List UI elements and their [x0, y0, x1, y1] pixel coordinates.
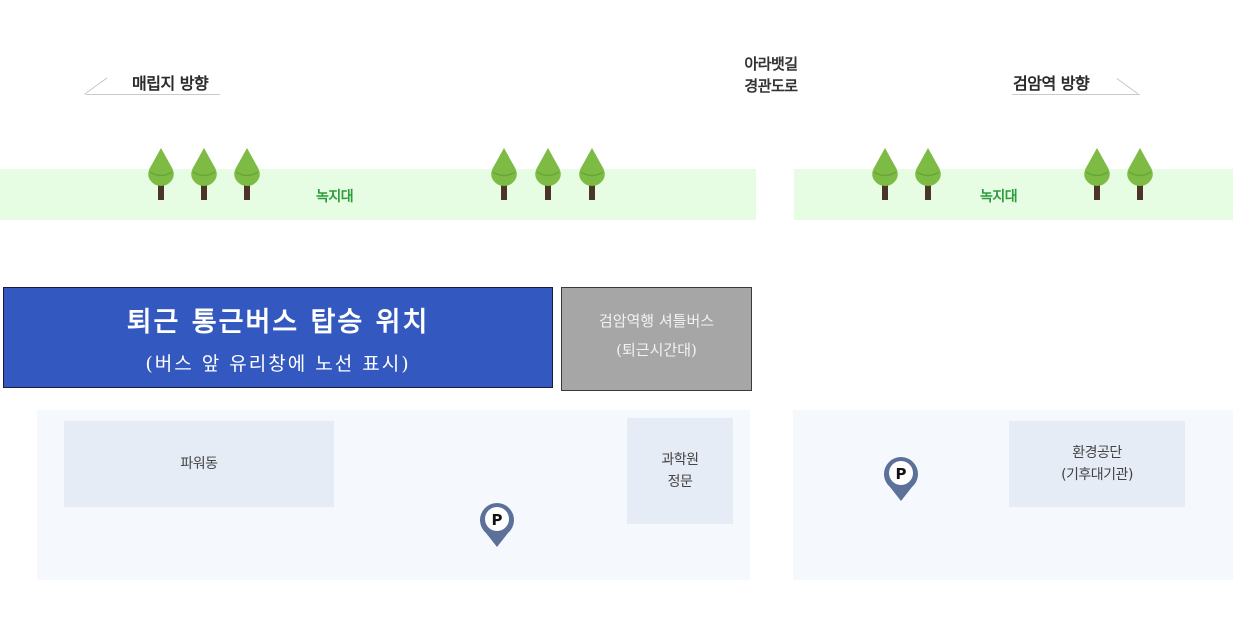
road-label: 아라뱃길 경관도로: [726, 53, 816, 97]
road-label-line2: 경관도로: [744, 77, 798, 95]
direction-right-label: 검암역 방향: [1013, 74, 1090, 93]
direction-left-label: 매립지 방향: [132, 74, 209, 93]
greenbelt-left-label: 녹지대: [316, 189, 354, 205]
building-science-gate-line2: 정문: [667, 474, 693, 490]
tree-icon: [147, 147, 175, 201]
tree-icon: [871, 147, 899, 201]
greenbelt-left: [0, 169, 756, 220]
tree-icon: [190, 147, 218, 201]
direction-arrow-right-icon: [1116, 78, 1139, 95]
greenbelt-right: [794, 169, 1233, 220]
greenbelt-right-label: 녹지대: [980, 189, 1018, 205]
parking-pin-icon[interactable]: [881, 451, 921, 503]
road-label-line1: 아라뱃길: [744, 55, 798, 73]
tree-icon: [914, 147, 942, 201]
tree-icon: [1083, 147, 1111, 201]
building-env-corp-line1: 환경공단: [1072, 445, 1122, 461]
boarding-location-box: 퇴근 통근버스 탑승 위치 (버스 앞 유리창에 노선 표시): [3, 287, 553, 388]
shuttle-bus-title: 검암역행 셔틀버스: [598, 312, 715, 330]
shuttle-bus-subtitle: (퇴근시간대): [616, 341, 697, 359]
tree-icon: [1126, 147, 1154, 201]
shuttle-bus-box: 검암역행 셔틀버스 (퇴근시간대): [561, 287, 752, 391]
building-env-corp: 환경공단 (기후대기관): [1009, 421, 1185, 507]
parking-pin-icon[interactable]: [477, 497, 517, 549]
direction-arrow-left-icon: [84, 77, 108, 95]
direction-line: [1012, 94, 1140, 95]
building-science-gate-line1: 과학원: [661, 452, 699, 468]
tree-icon: [233, 147, 261, 201]
direction-line: [86, 94, 220, 95]
building-science-gate: 과학원 정문: [627, 418, 733, 524]
building-env-corp-line2: (기후대기관): [1061, 467, 1133, 483]
boarding-location-title: 퇴근 통근버스 탑승 위치: [126, 307, 430, 338]
tree-icon: [578, 147, 606, 201]
building-power-label: 파워동: [180, 456, 218, 472]
tree-icon: [534, 147, 562, 201]
tree-icon: [490, 147, 518, 201]
building-power: 파워동: [64, 421, 334, 507]
boarding-location-subtitle: (버스 앞 유리창에 노선 표시): [145, 353, 411, 375]
